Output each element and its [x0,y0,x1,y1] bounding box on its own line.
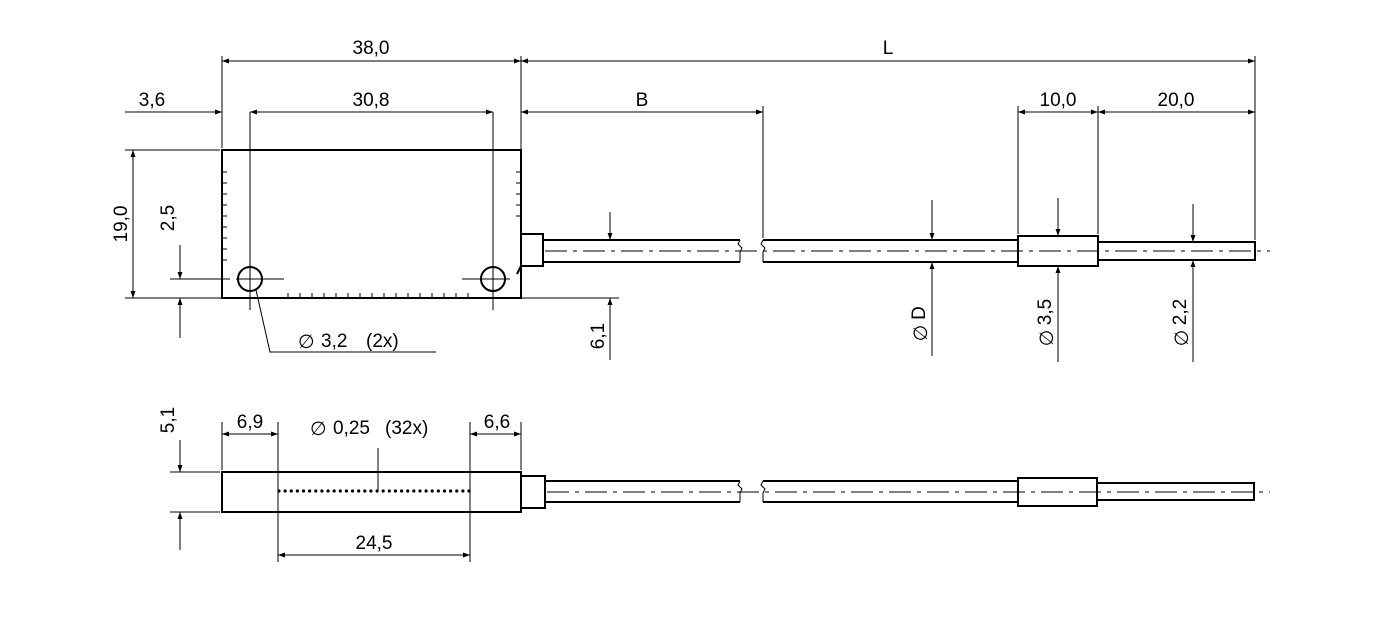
dim-24-5: 24,5 [356,533,393,554]
cable-segment-1 [543,239,740,263]
led-dot [442,489,447,493]
side-cable-segment-2 [763,480,1018,503]
dim-led-dia-symbol: ∅ [310,419,327,440]
dim-dia-2-2: 2,2 [1170,299,1191,325]
cable-segment-2 [763,239,1018,263]
led-dot [424,489,428,493]
led-dot [412,489,416,493]
dim-dia-D-symbol: ∅ [911,325,932,342]
left-notches [222,171,227,261]
led-dot [332,489,336,493]
led-dot [283,489,287,493]
led-dot [289,489,293,493]
dim-30-8: 30,8 [353,90,390,111]
side-cable-segment-1 [545,480,740,503]
led-dot [344,489,349,493]
dim-dia-D: D [909,306,930,320]
led-dot [363,489,367,493]
dim-3-6: 3,6 [139,90,165,111]
led-dot [436,489,440,493]
led-dot [301,489,306,493]
dim-38: 38,0 [353,38,390,59]
led-dot [461,489,465,493]
dim-hole-count: (2x) [366,331,399,352]
dim-19: 19,0 [111,206,132,243]
side-strain-relief [521,475,546,509]
led-dot [369,489,373,493]
dim-5-1: 5,1 [158,407,179,433]
led-dot [430,489,434,493]
dim-10: 10,0 [1040,90,1077,111]
led-dot [308,489,312,493]
dim-6-6: 6,6 [484,412,510,433]
led-dot [326,489,330,493]
led-dot [418,489,422,493]
housing-outline [221,149,522,299]
dim-B: B [636,90,649,111]
dim-dia-3-5: 3,5 [1035,299,1056,325]
led-dot [387,489,391,493]
dim-dia-3-5-symbol: ∅ [1037,330,1058,347]
bottom-notches [287,293,469,298]
dim-led-dia: 0,25 [333,418,370,439]
dim-led-count: (32x) [385,418,428,439]
side-view-dimensions: 5,1 6,9 ∅ 0,25 (32x) 6,6 24,5 [158,407,521,558]
led-dot [455,489,459,493]
led-dot [350,489,355,493]
top-view [125,56,1270,310]
led-row [277,489,471,493]
led-dot [295,489,299,493]
led-dot [449,489,453,493]
dim-6-9: 6,9 [237,412,263,433]
led-dot [399,489,404,493]
led-dot [338,489,342,493]
led-dot [320,489,324,493]
side-view [170,422,1270,562]
cable-strain-relief [516,233,544,275]
dim-20: 20,0 [1158,90,1195,111]
dim-hole-dia: 3,2 [321,331,347,352]
led-dot [357,489,361,493]
dim-hole-dia-symbol: ∅ [298,332,315,353]
top-view-dimensions: 38,0 L 3,6 30,8 B 10,0 20,0 19,0 2,5 ∅ 3… [111,38,1255,362]
led-dot [314,489,318,493]
led-dot [381,489,385,493]
dim-L: L [883,38,894,59]
dim-dia-2-2-symbol: ∅ [1172,330,1193,347]
right-notches [516,171,521,217]
side-housing [221,471,522,513]
led-dot [375,489,379,493]
dim-2-5: 2,5 [158,205,179,231]
dim-6-1: 6,1 [588,323,609,349]
led-dot [406,489,410,493]
led-dot [393,489,398,493]
